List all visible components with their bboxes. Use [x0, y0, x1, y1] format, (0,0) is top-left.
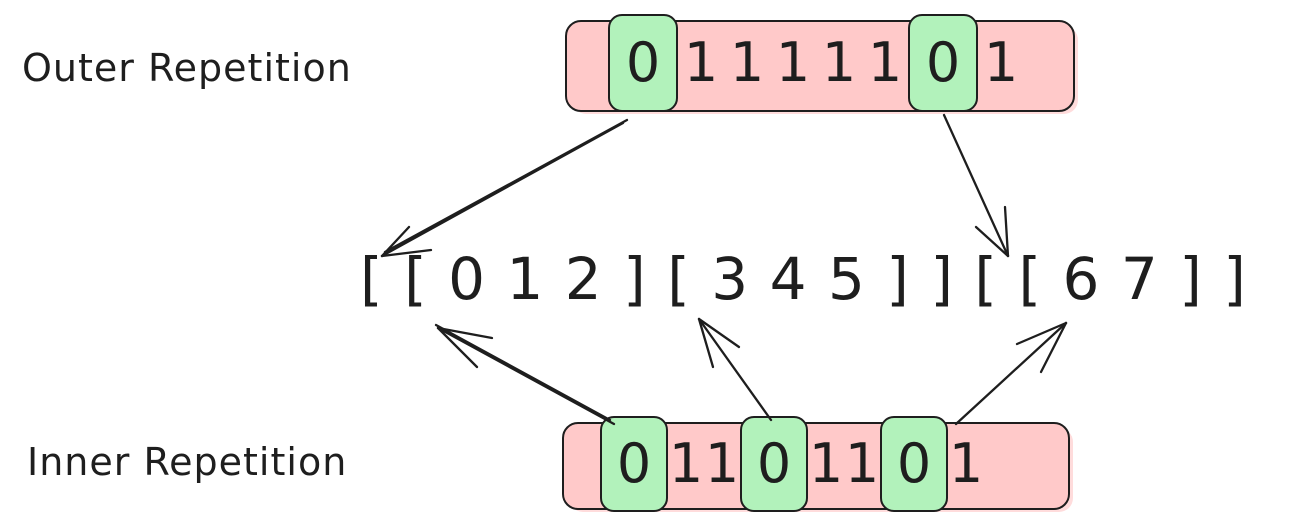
array-cell: 1 [729, 31, 765, 94]
nested-list-expression: [ [ 0 1 2 ] [ 3 4 5 ] ] [ [ 6 7 ] ] [360, 245, 1247, 313]
array-cell-highlighted-zero: 0 [908, 14, 978, 112]
array-cell-highlighted-zero: 0 [740, 416, 808, 512]
array-cell: 1 [867, 31, 903, 94]
arrow-inner-zero3-to-inner-open-bracket3 [954, 321, 1068, 426]
array-cell: 1 [683, 31, 719, 94]
array-cell: 1 [668, 432, 704, 495]
array-cell-highlighted-zero: 0 [880, 416, 948, 512]
array-cell: 1 [808, 432, 844, 495]
arrow-outer-zero2-to-outer-open-bracket2 [942, 113, 1010, 258]
array-cell: 1 [821, 31, 857, 94]
array-cell: 1 [983, 31, 1019, 94]
array-cell: 1 [704, 432, 740, 495]
inner-repetition-label: Inner Repetition [27, 440, 348, 484]
array-cell: 1 [775, 31, 811, 94]
array-cell: 1 [948, 432, 984, 495]
array-cell-highlighted-zero: 0 [600, 416, 668, 512]
arrow-outer-zero1-to-outer-open-bracket1 [380, 118, 629, 258]
array-cell: 1 [844, 432, 880, 495]
arrow-inner-zero1-to-inner-open-bracket1 [434, 323, 616, 426]
arrow-inner-zero2-to-inner-open-bracket2 [697, 317, 773, 422]
array-cell-highlighted-zero: 0 [608, 14, 678, 112]
outer-repetition-label: Outer Repetition [22, 46, 352, 90]
